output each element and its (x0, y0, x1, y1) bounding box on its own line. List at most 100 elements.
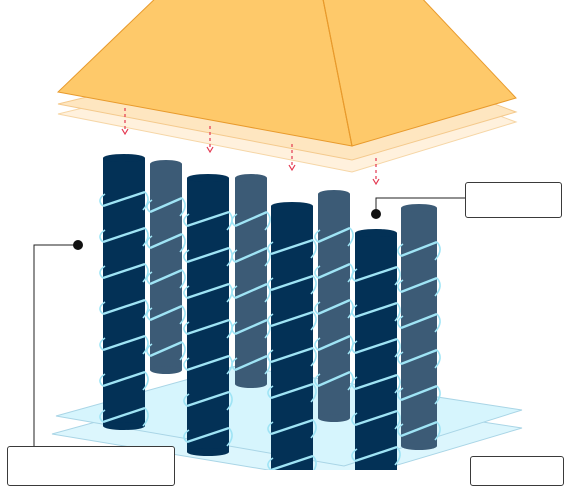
coil-loop (146, 343, 153, 357)
coil-loop (434, 349, 441, 369)
coil-loop (267, 241, 274, 255)
coil-loop (394, 302, 401, 322)
coil-loop (99, 301, 106, 315)
coil-loop (394, 446, 401, 466)
coil-strand (317, 370, 351, 388)
coil-strand (234, 354, 268, 372)
pillar-top (401, 204, 437, 212)
pillar (351, 229, 401, 482)
coil-strand (186, 354, 230, 372)
coil-strand (270, 238, 314, 256)
leader-left (33, 244, 78, 446)
coil-loop (397, 351, 404, 365)
pillar-top (355, 229, 397, 237)
coil-strand (400, 276, 438, 294)
coil-strand (186, 318, 230, 336)
cap-ridge (322, 0, 353, 147)
coil-loop (267, 385, 274, 399)
coil-loop (183, 393, 190, 407)
coil-loop (183, 321, 190, 335)
coil-strand (149, 196, 183, 214)
coil-loop (179, 269, 186, 289)
coil-loop (99, 193, 106, 207)
pillar (231, 174, 271, 388)
pillar (183, 174, 233, 456)
coil-strand (186, 210, 230, 228)
coil-loop (183, 429, 190, 443)
pillar (267, 202, 317, 482)
pillar-top (235, 174, 267, 182)
pillar (397, 204, 441, 450)
coil-loop (347, 227, 354, 247)
coil-loop (394, 374, 401, 394)
pillar (314, 190, 354, 422)
coil-loop (394, 338, 401, 358)
pillar-body (150, 164, 182, 370)
coil-loop (99, 373, 106, 387)
coil-loop (142, 263, 149, 283)
coil-strand (354, 265, 398, 283)
coil-strand (354, 445, 398, 463)
pillar-top (187, 174, 229, 182)
coil-loop (351, 376, 358, 390)
coil-strand (102, 226, 146, 244)
coil-strand (234, 246, 268, 264)
coil-loop (264, 211, 271, 231)
coil-loop (394, 266, 401, 286)
coil-loop (146, 199, 153, 213)
coil-loop (183, 213, 190, 227)
coil-loop (146, 235, 153, 249)
coil-strand (234, 210, 268, 228)
pillar-body (401, 208, 437, 446)
leader-dot-top-right (371, 209, 381, 219)
coil-strand (400, 240, 438, 258)
pillar-top (271, 202, 313, 210)
coil-loop (146, 307, 153, 321)
coil-loop (310, 383, 317, 403)
coil-loop (310, 419, 317, 439)
coil-loop (397, 423, 404, 437)
pillar-bottom (150, 366, 182, 374)
coil-loop (310, 311, 317, 331)
coil-loop (183, 285, 190, 299)
coil-loop (397, 243, 404, 257)
coil-strand (149, 304, 183, 322)
coil-strand (400, 384, 438, 402)
coil-strand (149, 232, 183, 250)
coil-strand (102, 406, 146, 424)
coil-loop (267, 421, 274, 435)
coil-loop (99, 265, 106, 279)
coil-strand (186, 246, 230, 264)
coil-strand (354, 337, 398, 355)
coil-loop (314, 229, 321, 243)
coil-strand (354, 373, 398, 391)
coil-loop (142, 191, 149, 211)
coil-loop (142, 299, 149, 319)
coil-strand (317, 334, 351, 352)
coil-strand (102, 334, 146, 352)
coil-loop (267, 349, 274, 363)
coil-loop (314, 265, 321, 279)
coil-loop (179, 197, 186, 217)
pillar-top (150, 160, 182, 168)
coil-loop (231, 213, 238, 227)
coil-loop (434, 313, 441, 333)
pillar-bottom (318, 414, 350, 422)
coil-loop (434, 277, 441, 297)
coil-strand (270, 346, 314, 364)
coil-strand (354, 301, 398, 319)
coil-strand (186, 426, 230, 444)
leader-top-right (375, 197, 466, 214)
coil-loop (226, 427, 233, 447)
coil-loop (179, 305, 186, 325)
diagram-svg (33, 0, 523, 483)
coil-loop (99, 409, 106, 423)
coil-loop (310, 239, 317, 259)
drop-arrow (206, 126, 214, 154)
coil-strand (186, 282, 230, 300)
coil-loop (351, 268, 358, 282)
pillar-bottom (187, 448, 229, 456)
pillar-bottom (103, 422, 145, 430)
coil-loop (99, 229, 106, 243)
coil-strand (317, 226, 351, 244)
